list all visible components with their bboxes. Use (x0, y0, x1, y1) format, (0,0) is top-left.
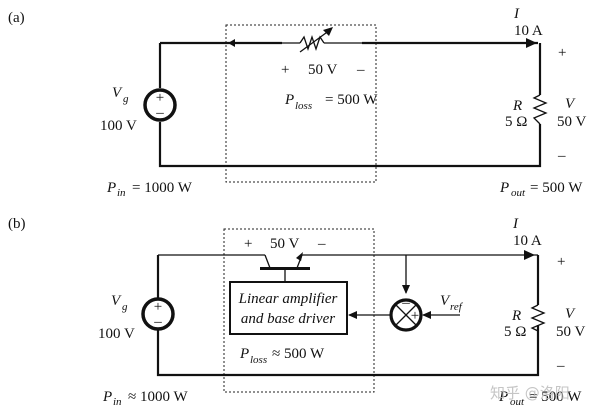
element-voltage: 50 V (308, 62, 337, 78)
panel-b: (b) Linear amplifier and base driver (8, 216, 585, 408)
transistor-icon (260, 252, 310, 282)
panel-b-label: (b) (8, 216, 26, 232)
svg-text:+: + (154, 299, 162, 315)
element-minus: – (317, 236, 326, 252)
pout-P: P (499, 180, 509, 196)
load-V-name: V (565, 306, 576, 322)
pin-value: = 1000 W (132, 180, 193, 196)
amplifier-label-line1: Linear amplifier (238, 291, 338, 307)
source-name: V (111, 293, 122, 309)
svg-text:in: in (117, 187, 126, 199)
panel-b-bottom-wire (156, 325, 540, 377)
panel-a-dashed-box (225, 24, 377, 183)
load-minus: – (557, 148, 566, 164)
load-resistor-icon (532, 94, 548, 125)
current-value: 10 A (514, 23, 543, 39)
svg-text:–: – (401, 295, 410, 311)
panel-a: (a) + – V g 100 V + 50 V – (8, 6, 586, 199)
load-R-name: R (511, 308, 521, 324)
voltage-source-icon: + – (143, 88, 177, 122)
load-R-name: R (512, 98, 522, 114)
svg-text:in: in (113, 396, 122, 408)
panel-b-current-arrow-icon (524, 250, 535, 260)
source-value: 100 V (100, 118, 137, 134)
svg-text:g: g (122, 301, 128, 313)
panel-a-bottom-wire (158, 122, 542, 168)
load-V-value: 50 V (556, 324, 585, 340)
pout-P: P (498, 389, 508, 405)
amplifier-label-line2: and base driver (241, 311, 335, 327)
load-plus: + (557, 254, 565, 270)
load-minus: – (556, 358, 565, 374)
svg-text:–: – (153, 314, 162, 330)
element-plus: + (244, 236, 252, 252)
svg-text:loss: loss (250, 354, 267, 366)
linear-amplifier-box (229, 281, 348, 335)
ploss-label: P (239, 346, 249, 362)
watermark: 知乎 @洛阳 (490, 384, 570, 402)
element-minus: – (356, 62, 365, 78)
ploss-value: = 500 W (325, 92, 378, 108)
voltage-source-icon: + – (141, 297, 175, 331)
svg-text:+: + (411, 308, 419, 324)
svg-text:+: + (156, 90, 164, 106)
load-plus: + (558, 45, 566, 61)
load-resistor-icon (530, 304, 546, 332)
element-plus: + (281, 62, 289, 78)
source-value: 100 V (98, 326, 135, 342)
load-V-value: 50 V (557, 114, 586, 130)
svg-text:loss: loss (295, 100, 312, 112)
svg-text:g: g (123, 93, 129, 105)
source-name: V (112, 85, 123, 101)
load-R-value: 5 Ω (505, 114, 527, 130)
current-value: 10 A (513, 233, 542, 249)
pout-value: = 500 W (530, 180, 583, 196)
svg-text:out: out (510, 396, 525, 408)
panel-a-label: (a) (8, 10, 25, 26)
element-voltage: 50 V (270, 236, 299, 252)
svg-text:–: – (155, 105, 164, 121)
current-name: I (512, 216, 519, 232)
svg-text:ref: ref (450, 301, 464, 313)
pin-P: P (106, 180, 116, 196)
variable-resistor-icon (299, 27, 333, 53)
pin-value: ≈ 1000 W (128, 389, 188, 405)
load-V-name: V (565, 96, 576, 112)
load-R-value: 5 Ω (504, 324, 526, 340)
summing-junction-icon: – + (389, 295, 423, 332)
svg-text:out: out (511, 187, 526, 199)
pout-value: = 500 W (529, 389, 582, 405)
pin-P: P (102, 389, 112, 405)
panel-a-current-arrow-icon (526, 38, 537, 48)
vref-name: V (440, 293, 451, 309)
ploss-label: P (284, 92, 294, 108)
current-name: I (513, 6, 520, 22)
panel-b-dashed-box (223, 228, 375, 393)
ploss-value: ≈ 500 W (272, 346, 325, 362)
